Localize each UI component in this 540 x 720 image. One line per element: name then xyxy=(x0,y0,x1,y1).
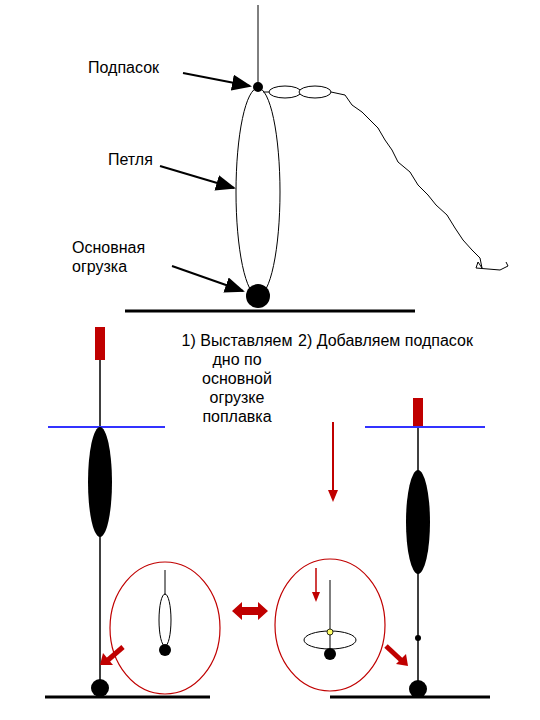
part-label: Подпасок xyxy=(88,58,188,77)
step-label: 1) Выставляем дно по основной огрузке по… xyxy=(178,331,296,426)
step-label: 2) Добавляем подпасок xyxy=(298,331,508,350)
part-label: Петля xyxy=(108,150,168,169)
part-label: Основная огрузка xyxy=(72,238,182,276)
